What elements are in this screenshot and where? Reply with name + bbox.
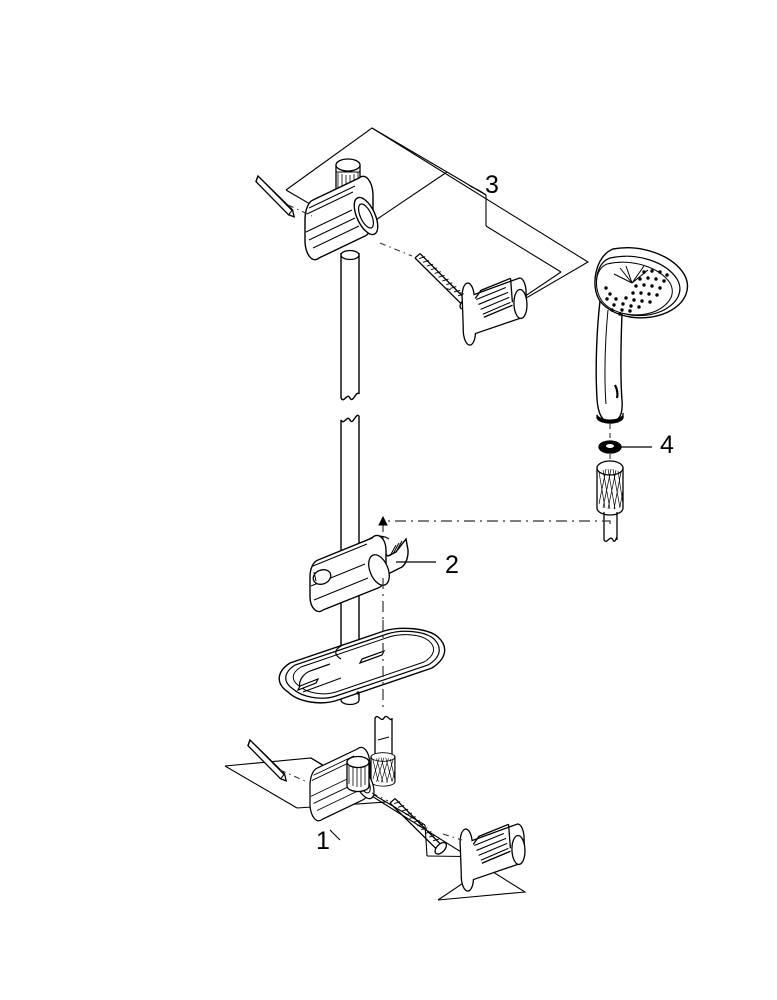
slider-holder-assembly <box>309 534 436 620</box>
shower-hose-lower <box>370 620 396 787</box>
shower-handle <box>595 300 624 424</box>
handle-outlet <box>596 412 624 424</box>
tray-fixing-point <box>356 691 360 695</box>
tray-rail-cutout <box>335 645 342 660</box>
lower-bracket-knurled-cap <box>346 755 370 793</box>
upper-wall-plug <box>460 277 529 346</box>
rail-top-opening <box>340 249 360 261</box>
hose-washer-group <box>598 424 652 467</box>
upper-allen-key <box>248 175 304 218</box>
lower-bracket-assembly <box>224 739 527 901</box>
upper-screw-centerline <box>379 242 413 257</box>
lower-screw-centerline <box>371 792 389 802</box>
upper-plug-centerline <box>444 287 465 295</box>
callout-3-leader <box>469 185 487 196</box>
spray-head <box>594 247 689 319</box>
lower-knurled-nut <box>370 752 396 787</box>
lower-hose-break <box>374 715 393 721</box>
lower-fixing-screw <box>377 796 459 859</box>
soap-tray <box>278 627 446 704</box>
rail-bottom-end <box>340 699 360 706</box>
hose-break-symbol <box>603 536 618 543</box>
drain-slot-right <box>358 649 386 665</box>
gasket-bore <box>605 443 615 449</box>
slider-clamp-body <box>309 534 390 613</box>
upper-bracket-assembly <box>248 127 590 346</box>
callout-label-1: 1 <box>316 827 330 855</box>
nozzle-pattern <box>604 269 669 316</box>
nozzle-fan-lines <box>613 265 649 284</box>
lower-plug-centerline <box>442 833 463 841</box>
hose-route-centerline <box>378 515 611 562</box>
route-arrow <box>378 515 388 526</box>
callout-1-leader <box>329 829 341 841</box>
upper-key-centerline <box>287 204 313 217</box>
slider-adjustment-knob <box>312 569 332 585</box>
callout-label-4: 4 <box>660 431 674 459</box>
lower-wall-plug <box>458 823 527 892</box>
rail-break-upper <box>340 392 360 401</box>
lower-key-centerline <box>279 769 306 782</box>
rail-break-lower <box>340 414 360 423</box>
handshower <box>594 247 689 424</box>
callout-labels: 3 4 2 1 <box>316 171 674 855</box>
upper-knurled-nut <box>596 460 624 516</box>
shower-hose-upper <box>596 460 624 543</box>
shower-rail <box>340 249 360 706</box>
tray-inner <box>292 634 435 695</box>
callout-label-2: 2 <box>445 551 459 579</box>
callout-label-3: 3 <box>485 171 499 199</box>
drain-slot-left <box>296 677 320 692</box>
upper-bracket-body <box>304 175 384 261</box>
